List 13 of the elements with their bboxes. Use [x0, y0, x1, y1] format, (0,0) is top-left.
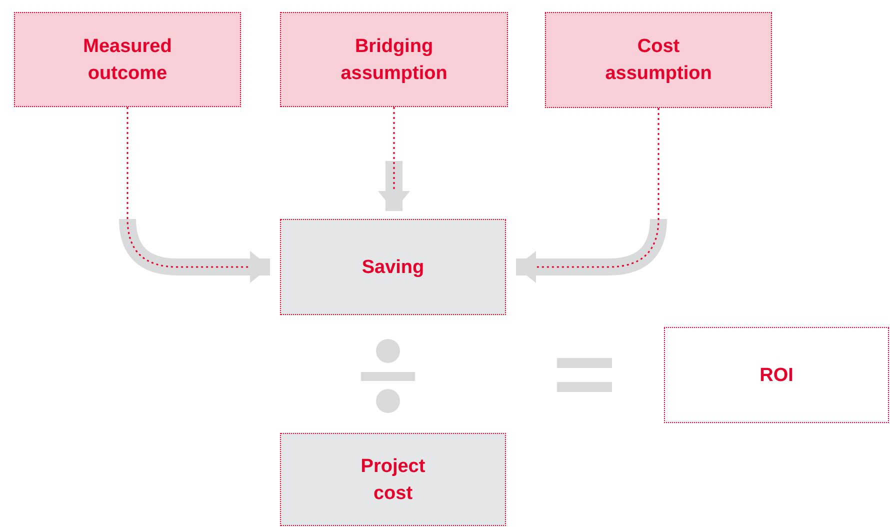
box-label: Measured outcome [82, 34, 173, 86]
box-label: Project cost [360, 454, 426, 506]
dotted-arrow [516, 108, 660, 283]
result-box [280, 219, 506, 315]
box-label: Saving [360, 256, 426, 280]
result-box [280, 433, 506, 526]
box-label: ROI [758, 364, 794, 388]
input-box [14, 12, 241, 107]
box-label: Cost assumption [604, 35, 713, 86]
input-box [545, 12, 772, 108]
input-box [280, 12, 508, 107]
result-box [664, 327, 889, 423]
box-label: Bridging assumption [340, 34, 448, 86]
